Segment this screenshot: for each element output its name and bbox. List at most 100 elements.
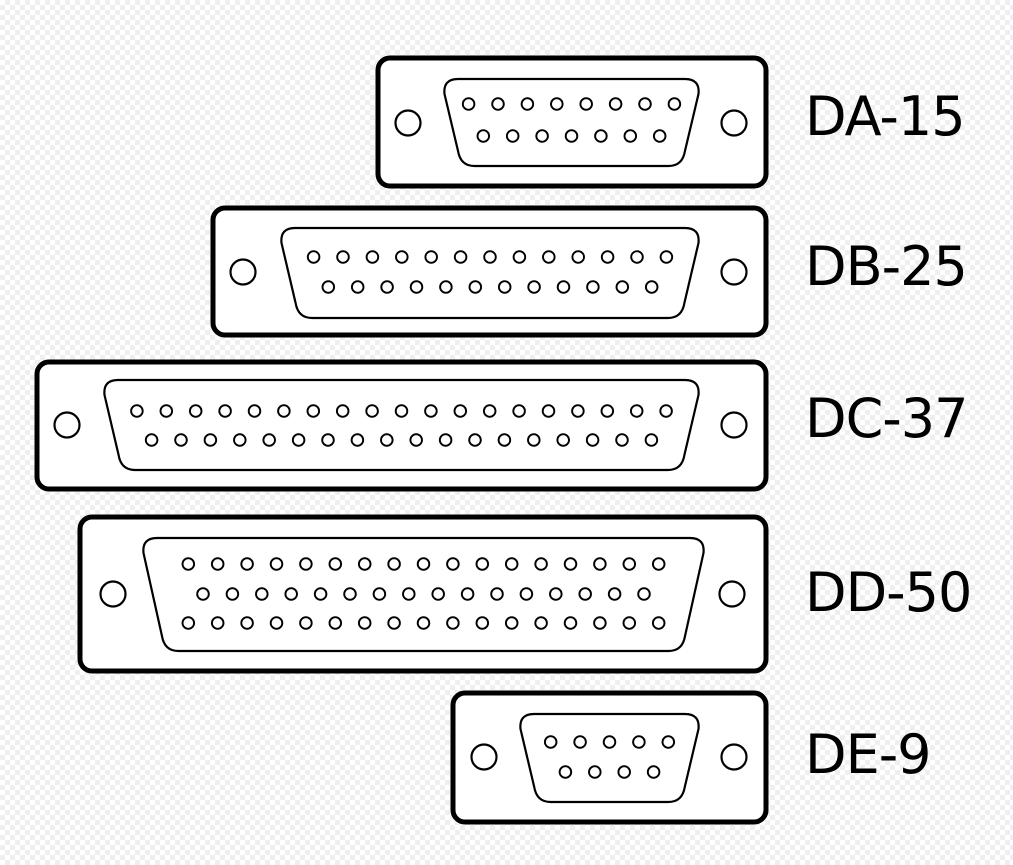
pin-dc-37 (482, 404, 497, 418)
pin-dd-50 (504, 616, 519, 630)
d-shell-de-9 (519, 712, 700, 804)
pin-dd-50 (328, 557, 343, 571)
pin-dd-50 (328, 616, 343, 630)
pin-de-9 (632, 735, 646, 749)
pin-db-25 (395, 250, 409, 264)
pin-dc-37 (527, 433, 541, 447)
pin-db-25 (659, 250, 674, 264)
pin-dd-50 (240, 557, 254, 571)
pin-dc-37 (291, 433, 306, 447)
shell-outline-dc-37 (34, 359, 769, 492)
pin-dd-50 (372, 587, 387, 601)
pin-dc-37 (468, 433, 482, 447)
pin-dc-37 (365, 404, 379, 418)
pin-dc-37 (247, 404, 262, 418)
mounting-hole-left-de-9 (470, 743, 498, 771)
pin-dc-37 (629, 404, 644, 418)
pin-dc-37 (321, 433, 335, 447)
pin-dd-50 (475, 557, 490, 571)
pin-dc-37 (659, 404, 673, 418)
pin-dc-37 (600, 404, 615, 418)
pin-da-15 (520, 97, 535, 111)
pin-dd-50 (299, 557, 313, 571)
pin-dc-37 (335, 404, 350, 418)
d-shell-dd-50 (142, 536, 705, 653)
pin-da-15 (623, 129, 638, 143)
pin-db-25 (306, 250, 321, 264)
pin-dc-37 (556, 433, 570, 447)
pin-dc-37 (512, 404, 526, 418)
pin-da-15 (564, 129, 579, 143)
pin-dc-37 (380, 433, 394, 447)
pin-de-9 (558, 765, 573, 779)
pin-db-25 (453, 250, 468, 264)
pin-dd-50 (534, 616, 548, 630)
pin-dc-37 (424, 404, 438, 418)
pin-de-9 (588, 765, 602, 779)
pin-dc-37 (277, 404, 291, 418)
pin-dc-37 (409, 433, 423, 447)
pin-dc-37 (541, 404, 556, 418)
pin-dd-50 (284, 587, 298, 601)
pin-dc-37 (174, 433, 188, 447)
pin-dd-50 (416, 557, 431, 571)
shell-outline-de-9 (450, 690, 769, 825)
pin-dc-37 (203, 433, 218, 447)
pin-dd-50 (637, 587, 651, 601)
pin-dc-37 (262, 433, 276, 447)
pin-dd-50 (255, 587, 269, 601)
pin-dd-50 (402, 587, 416, 601)
connector-da-15 (375, 55, 769, 189)
pin-da-15 (550, 97, 564, 111)
connector-dc-37 (34, 359, 769, 492)
pin-dc-37 (615, 433, 629, 447)
mounting-hole-right-de-9 (720, 743, 748, 771)
pin-da-15 (476, 129, 491, 143)
pin-dd-50 (651, 616, 666, 630)
pin-de-9 (602, 735, 617, 749)
pin-db-25 (527, 280, 541, 294)
pin-db-25 (468, 280, 483, 294)
pin-db-25 (542, 250, 556, 264)
mounting-hole-left-dd-50 (99, 580, 127, 608)
pin-db-25 (380, 280, 394, 294)
pin-da-15 (535, 129, 549, 143)
mounting-hole-left-da-15 (394, 109, 422, 137)
pin-de-9 (573, 735, 587, 749)
pin-da-15 (652, 129, 667, 143)
pin-dd-50 (549, 587, 563, 601)
shell-outline-da-15 (375, 55, 769, 189)
pin-dd-50 (416, 616, 431, 630)
pin-dd-50 (240, 616, 254, 630)
pin-db-25 (321, 280, 336, 294)
pin-db-25 (497, 280, 512, 294)
pin-db-25 (350, 280, 365, 294)
pin-db-25 (586, 280, 600, 294)
pin-dd-50 (181, 557, 196, 571)
pin-dc-37 (350, 433, 365, 447)
connector-de-9 (450, 690, 769, 825)
pin-dd-50 (181, 616, 196, 630)
pin-dc-37 (306, 404, 321, 418)
pin-dc-37 (159, 404, 174, 418)
pin-dc-37 (571, 404, 585, 418)
label-de-9: DE-9 (805, 723, 932, 786)
pin-db-25 (512, 250, 527, 264)
pin-dd-50 (622, 616, 637, 630)
pin-dd-50 (490, 587, 504, 601)
pin-dd-50 (269, 616, 284, 630)
d-shell-dc-37 (103, 378, 700, 472)
pin-db-25 (409, 280, 424, 294)
mounting-hole-right-da-15 (720, 109, 748, 137)
pin-da-15 (594, 129, 608, 143)
pin-dc-37 (585, 433, 600, 447)
pin-db-25 (644, 280, 659, 294)
connector-db-25 (210, 205, 769, 338)
pin-da-15 (667, 97, 682, 111)
pin-da-15 (638, 97, 652, 111)
mounting-hole-left-dc-37 (53, 411, 81, 439)
shell-outline-db-25 (210, 205, 769, 338)
label-db-25: DB-25 (805, 235, 968, 298)
pin-dd-50 (387, 616, 401, 630)
